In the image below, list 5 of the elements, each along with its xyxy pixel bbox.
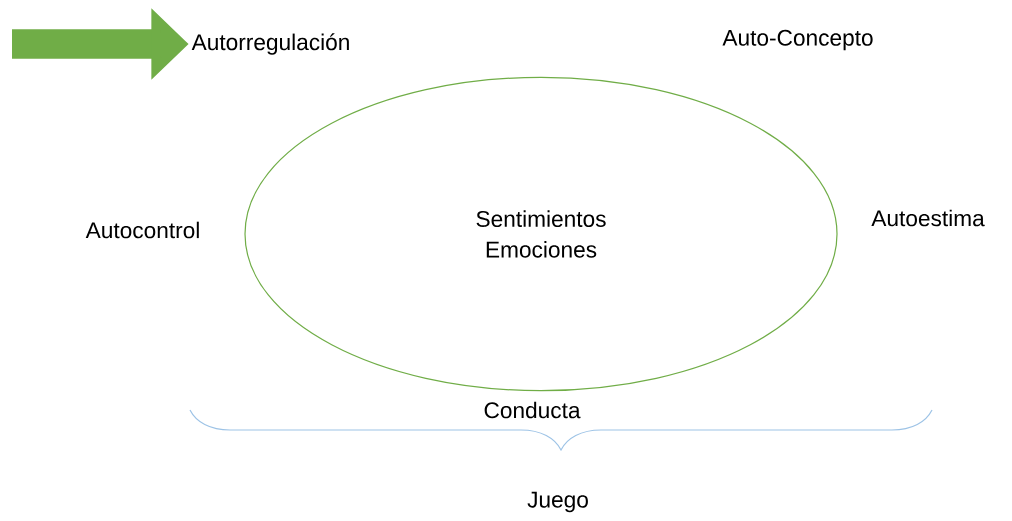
text-label: Autoestima <box>871 209 985 227</box>
text-label: Auto-Concepto <box>722 29 873 51</box>
text-label: Autorregulación <box>191 33 349 55</box>
text-label: Juego <box>527 491 588 513</box>
text-label: Autocontrol <box>85 221 199 239</box>
